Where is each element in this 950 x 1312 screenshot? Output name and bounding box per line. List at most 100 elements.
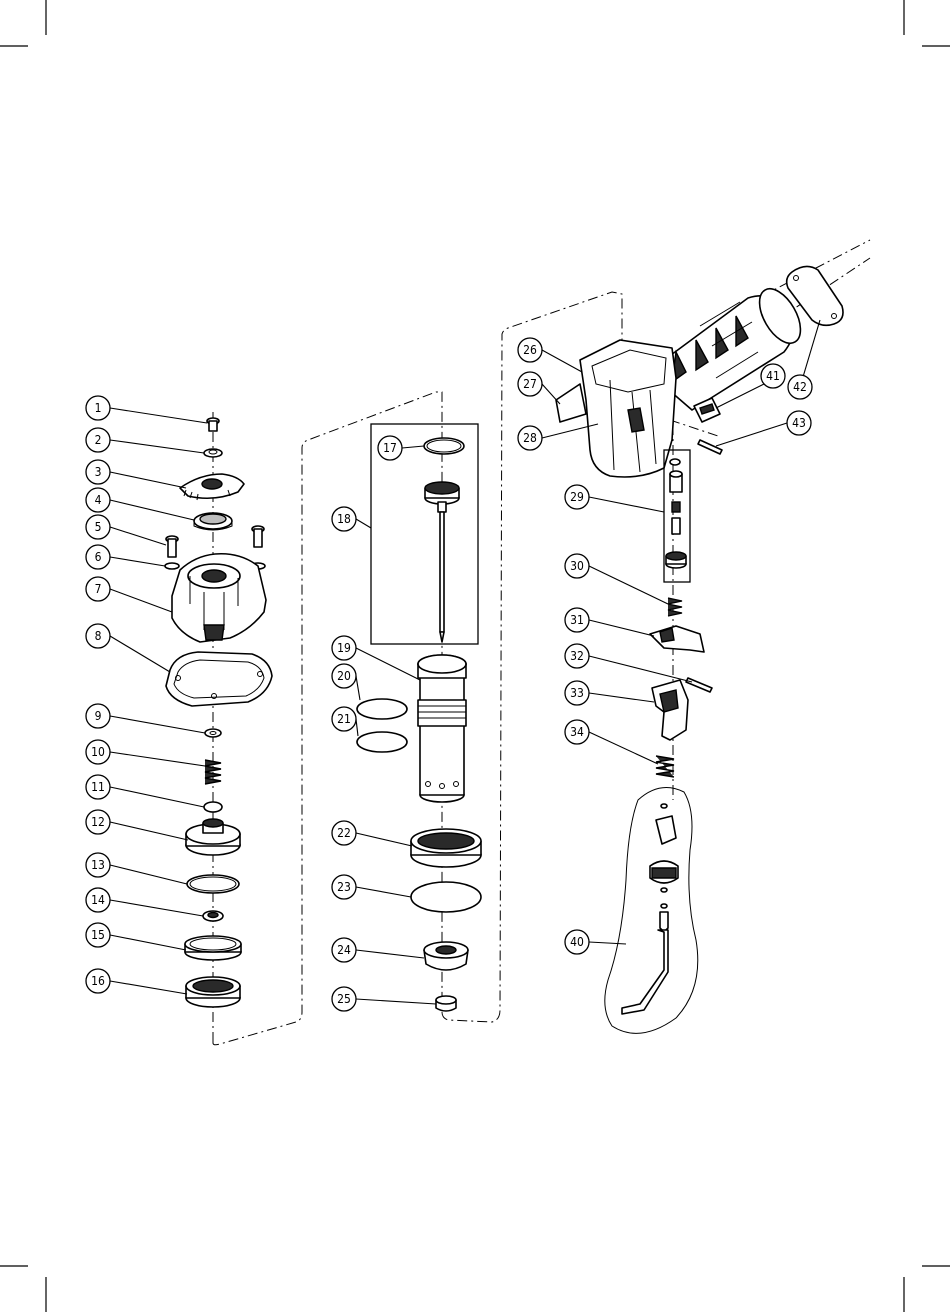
svg-text:9: 9 [95,709,102,723]
part-15-ring [185,936,241,960]
part-25-bushing [436,996,456,1011]
svg-text:22: 22 [337,826,351,840]
callout-40: 40 [565,930,589,954]
part-8-gasket [166,652,272,706]
svg-text:7: 7 [95,582,102,596]
svg-text:15: 15 [91,928,105,942]
part-11-o-ring [204,802,222,812]
callout-13: 13 [86,853,110,877]
part-30-spring [668,598,682,616]
svg-text:20: 20 [337,669,351,683]
svg-text:1: 1 [95,401,102,415]
callout-22: 22 [332,821,356,845]
part-12-valve [186,819,240,855]
part-1-screw [207,418,219,431]
callout-20: 20 [332,664,356,688]
svg-text:4: 4 [95,493,102,507]
callout-10: 10 [86,740,110,764]
callout-16: 16 [86,969,110,993]
svg-text:11: 11 [91,780,105,794]
callout-19: 19 [332,636,356,660]
callout-32: 32 [565,644,589,668]
callout-30: 30 [565,554,589,578]
svg-text:19: 19 [337,641,351,655]
part-28-housing [580,340,676,477]
part-21-o-ring [357,732,407,752]
part-23-o-ring [411,882,481,912]
callout-31: 31 [565,608,589,632]
callout-9: 9 [86,704,110,728]
part-16-bumper [186,977,240,1007]
part-22-ring [411,829,481,867]
part-31-trigger [650,626,704,652]
svg-text:12: 12 [91,815,105,829]
part-34-spring [656,756,674,777]
svg-text:40: 40 [570,935,584,949]
callout-42: 42 [788,375,812,399]
callout-41: 41 [761,364,785,388]
svg-text:43: 43 [792,416,806,430]
callout-34: 34 [565,720,589,744]
callout-18: 18 [332,507,356,531]
callout-24: 24 [332,938,356,962]
callout-28: 28 [518,426,542,450]
callout-25: 25 [332,987,356,1011]
svg-text:25: 25 [337,992,351,1006]
svg-text:31: 31 [570,613,584,627]
callout-26: 26 [518,338,542,362]
part-2-washer [204,449,222,457]
svg-text:21: 21 [337,712,351,726]
callout-14: 14 [86,888,110,912]
callout-4: 4 [86,488,110,512]
svg-text:23: 23 [337,880,351,894]
svg-text:18: 18 [337,512,351,526]
svg-text:5: 5 [95,520,102,534]
part-18-piston-driver [425,482,459,642]
part-19-cylinder [418,655,466,802]
svg-text:6: 6 [95,550,102,564]
svg-text:27: 27 [523,377,537,391]
part-17-o-ring [424,438,464,454]
callout-7: 7 [86,577,110,601]
callout-6: 6 [86,545,110,569]
svg-text:32: 32 [570,649,584,663]
callout-8: 8 [86,624,110,648]
svg-text:33: 33 [570,686,584,700]
part-9-washer [205,729,221,737]
callout-43: 43 [787,411,811,435]
part-4-ring [194,513,232,530]
callout-3: 3 [86,460,110,484]
svg-text:10: 10 [91,745,105,759]
part-27-plate [556,384,586,422]
svg-text:30: 30 [570,559,584,573]
part-32-pin [686,678,712,692]
callout-21: 21 [332,707,356,731]
callout-33: 33 [565,681,589,705]
svg-text:14: 14 [91,893,105,907]
part-43-pin [698,440,722,454]
callout-11: 11 [86,775,110,799]
svg-text:24: 24 [337,943,351,957]
callout-1: 1 [86,396,110,420]
part-7-cylinder-cap [172,554,266,642]
part-40-adjuster-group [605,788,698,1034]
left-column-parts [165,418,272,1007]
callout-12: 12 [86,810,110,834]
part-33-contact-trip [652,680,688,740]
callout-17: 17 [378,436,402,460]
middle-column-parts [357,424,481,1011]
svg-text:29: 29 [570,490,584,504]
svg-text:17: 17 [383,441,397,455]
part-29-trigger-valve [664,450,690,582]
svg-text:3: 3 [95,465,102,479]
svg-text:26: 26 [523,343,537,357]
part-13-o-ring [187,875,239,893]
svg-text:2: 2 [95,433,102,447]
callout-15: 15 [86,923,110,947]
callout-29: 29 [565,485,589,509]
svg-text:16: 16 [91,974,105,988]
svg-text:41: 41 [766,369,780,383]
svg-text:13: 13 [91,858,105,872]
callout-27: 27 [518,372,542,396]
